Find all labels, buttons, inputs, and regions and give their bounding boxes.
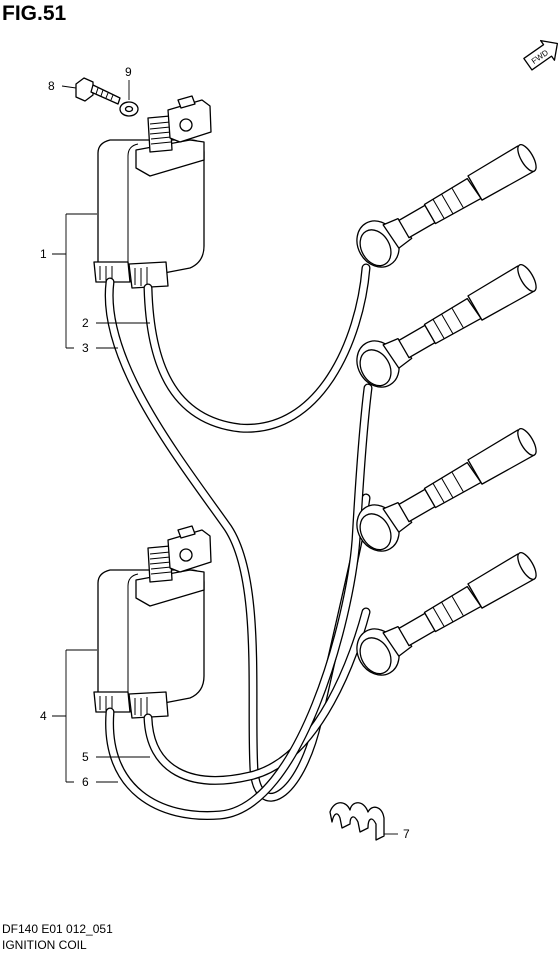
plug-cap-1 bbox=[356, 144, 537, 268]
callout-8: 8 bbox=[48, 79, 55, 93]
callout-2: 2 bbox=[82, 316, 89, 330]
fwd-arrow: FWD bbox=[523, 39, 559, 71]
figure-code: DF140 E01 012_051 bbox=[2, 922, 113, 936]
callout-7: 7 bbox=[403, 827, 410, 841]
plug-cap-4 bbox=[356, 552, 537, 676]
washer-part bbox=[119, 101, 139, 117]
callout-1: 1 bbox=[40, 247, 47, 261]
callout-4: 4 bbox=[40, 709, 47, 723]
lower-ignition-coil bbox=[93, 525, 212, 719]
callout-9: 9 bbox=[125, 65, 132, 79]
callout-5: 5 bbox=[82, 750, 89, 764]
plug-cap-2 bbox=[356, 264, 537, 388]
cord-clamp bbox=[329, 802, 385, 841]
callout-6: 6 bbox=[82, 775, 89, 789]
leader-lines bbox=[52, 80, 398, 835]
plug-cap-3 bbox=[356, 428, 537, 552]
figure-name: IGNITION COIL bbox=[2, 938, 87, 952]
upper-ignition-coil bbox=[93, 95, 212, 289]
figure-title: FIG.51 bbox=[2, 2, 67, 25]
high-tension-cords bbox=[104, 263, 373, 821]
callout-3: 3 bbox=[82, 341, 89, 355]
bolt-part bbox=[75, 77, 121, 105]
